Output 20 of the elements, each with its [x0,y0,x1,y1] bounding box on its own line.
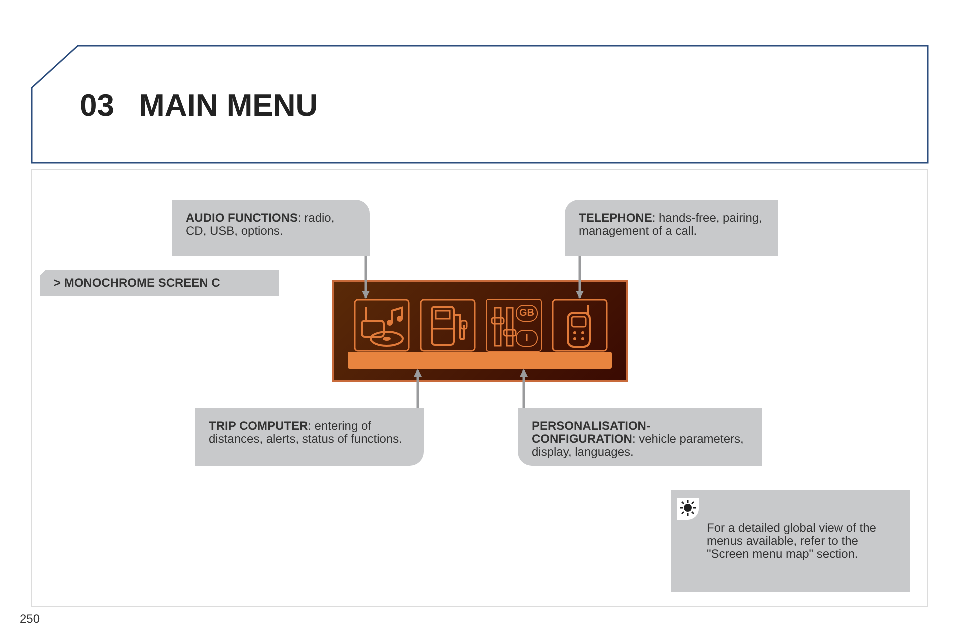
arrow [414,369,422,408]
section-band: > MONOCHROME SCREEN C [40,270,279,296]
fuel-pump-icon [420,299,476,352]
arrow [576,256,584,299]
callout-box: TELEPHONE: hands-free, pairing, management of a call. [565,200,778,256]
key-label: I [516,330,538,347]
chapter-number: 03 [80,88,114,124]
page-number: 250 [20,612,40,626]
arrow [520,369,528,408]
callout-box: TRIP COMPUTER: entering of distances, alerts, status of functions. [195,408,424,466]
selection-bar [348,352,612,369]
note-box: For a detailed global view of the menus available, refer to the "Screen menu map" section. [671,490,910,592]
arrow [362,256,370,299]
callout-box: PERSONALISATION-CONFIGURATION: vehicle parameters, display, languages. [518,408,762,466]
callout-box: AUDIO FUNCTIONS: radio, CD, USB, options. [172,200,370,256]
screen-display [332,280,628,382]
phone-icon [552,299,608,352]
audio-icon [354,299,410,352]
key-label: GB [516,305,538,322]
page-title: MAIN MENU [139,88,318,124]
